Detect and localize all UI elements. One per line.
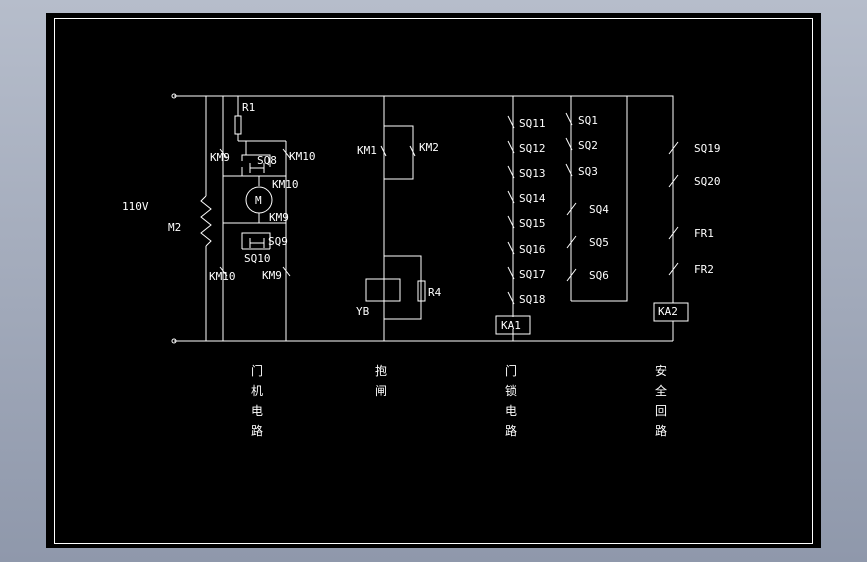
- r1-label: R1: [242, 101, 255, 114]
- ka1-label: KA1: [501, 319, 521, 332]
- terminal-bottom: [171, 338, 177, 344]
- label-fr1: FR1: [694, 227, 714, 240]
- label-sq18: SQ18: [519, 293, 546, 306]
- switch-sq19: [668, 141, 679, 155]
- caption-brake: 抱 闸: [375, 363, 387, 398]
- km9-label-a: KM9: [210, 151, 230, 164]
- label-sq5: SQ5: [589, 236, 609, 249]
- switch-fr2: [668, 262, 679, 276]
- yb-label: YB: [356, 305, 370, 318]
- switch-sq15: [507, 215, 515, 229]
- switch-labels: SQ11SQ12SQ13SQ14SQ15SQ16SQ17SQ18SQ1SQ2SQ…: [519, 114, 721, 306]
- ka2-label: KA2: [658, 305, 678, 318]
- voltage-label: 110V: [122, 200, 149, 213]
- motor-circuit: [200, 96, 291, 341]
- switch-sq5: [566, 235, 577, 249]
- label-sq13: SQ13: [519, 167, 546, 180]
- km9-label-c: KM9: [262, 269, 282, 282]
- caption-motor: 门 机 电 路: [251, 363, 263, 438]
- caption-doorlock-0: 门: [505, 363, 517, 378]
- caption-safety: 安 全 回 路: [655, 363, 667, 438]
- sq10-label: SQ10: [244, 252, 271, 265]
- switch-layer: [507, 112, 679, 305]
- label-sq3: SQ3: [578, 165, 598, 178]
- switch-sq6: [566, 268, 577, 282]
- door-lock-circuit: [495, 96, 628, 341]
- switch-sq13: [507, 165, 515, 179]
- switch-sq12: [507, 140, 515, 154]
- caption-safety-2: 回: [655, 404, 667, 418]
- label-sq2: SQ2: [578, 139, 598, 152]
- km1-label: KM1: [357, 144, 377, 157]
- m2-label: M2: [168, 221, 181, 234]
- km10-label-a: KM10: [289, 150, 316, 163]
- caption-doorlock-2: 电: [505, 404, 517, 418]
- label-fr2: FR2: [694, 263, 714, 276]
- caption-doorlock-1: 锁: [505, 383, 517, 398]
- label-sq4: SQ4: [589, 203, 609, 216]
- label-sq17: SQ17: [519, 268, 546, 281]
- switch-sq16: [507, 241, 515, 255]
- caption-brake-0: 抱: [375, 363, 387, 378]
- switch-sq2: [565, 137, 573, 151]
- caption-brake-1: 闸: [375, 384, 387, 398]
- label-sq20: SQ20: [694, 175, 721, 188]
- circuit-diagram: 110V M2 R1 KM9 KM10 SQ8 KM10 M KM9 SQ9 S…: [54, 18, 813, 544]
- caption-motor-1: 机: [251, 384, 263, 398]
- r4-label: R4: [428, 286, 442, 299]
- label-sq11: SQ11: [519, 117, 546, 130]
- switch-sq17: [507, 266, 515, 280]
- motor-symbol-label: M: [255, 194, 262, 207]
- switch-sq4: [566, 202, 577, 216]
- switch-sq14: [507, 190, 515, 204]
- label-sq6: SQ6: [589, 269, 609, 282]
- switch-sq18: [507, 291, 515, 305]
- caption-motor-2: 电: [251, 404, 263, 418]
- sq9-label: SQ9: [268, 235, 288, 248]
- switch-sq1: [565, 112, 573, 126]
- switch-sq20: [668, 174, 679, 188]
- switch-sq11: [507, 115, 515, 129]
- label-sq12: SQ12: [519, 142, 546, 155]
- label-sq14: SQ14: [519, 192, 546, 205]
- caption-safety-1: 全: [655, 383, 667, 398]
- brake-circuit: [365, 96, 426, 341]
- km10-label-c: KM10: [209, 270, 236, 283]
- label-sq19: SQ19: [694, 142, 721, 155]
- terminal-top: [171, 93, 177, 99]
- label-sq16: SQ16: [519, 243, 546, 256]
- sq8-label: SQ8: [257, 154, 277, 167]
- caption-safety-3: 路: [655, 423, 667, 438]
- switch-sq3: [565, 163, 573, 177]
- caption-doorlock-3: 路: [505, 423, 517, 438]
- safety-circuit: [626, 95, 689, 341]
- caption-motor-3: 路: [251, 423, 263, 438]
- label-sq15: SQ15: [519, 217, 546, 230]
- km10-label-b: KM10: [272, 178, 299, 191]
- caption-doorlock: 门 锁 电 路: [505, 363, 517, 438]
- km2-label: KM2: [419, 141, 439, 154]
- label-sq1: SQ1: [578, 114, 598, 127]
- drawing-sheet: 110V M2 R1 KM9 KM10 SQ8 KM10 M KM9 SQ9 S…: [46, 13, 821, 548]
- km9-label-b: KM9: [269, 211, 289, 224]
- switch-fr1: [668, 226, 679, 240]
- caption-safety-0: 安: [655, 363, 667, 378]
- sheet-border: [54, 18, 813, 544]
- caption-motor-0: 门: [251, 363, 263, 378]
